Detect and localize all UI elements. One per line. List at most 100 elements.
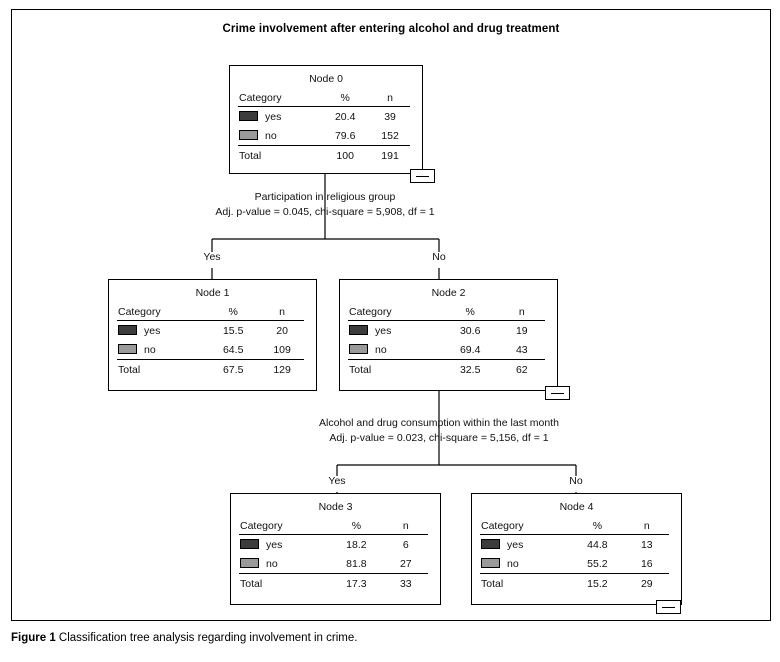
tree-node-0[interactable]: Node 0 Category % n yes 20.4 39 no 79.6 … xyxy=(229,65,423,174)
total-percent: 67.5 xyxy=(222,364,244,376)
split-variable-1: Participation in religious group xyxy=(254,191,396,203)
total-label: Total xyxy=(240,578,263,590)
header-rule xyxy=(472,534,681,535)
category-label-no: no xyxy=(507,557,519,570)
table-row-no: no 79.6 152 xyxy=(230,126,422,145)
category-cell-yes: yes xyxy=(340,321,440,340)
count-no: 152 xyxy=(381,129,399,142)
count-no: 43 xyxy=(515,343,528,356)
count-no: 27 xyxy=(399,557,412,570)
table-row-yes: yes 20.4 39 xyxy=(230,107,422,126)
percent-no: 64.5 xyxy=(222,343,244,356)
tree-node-2[interactable]: Node 2 Category % n yes 30.6 19 no 69.4 … xyxy=(339,279,558,391)
category-cell-yes: yes xyxy=(231,535,327,554)
header-percent: % xyxy=(351,520,362,532)
count-yes: 19 xyxy=(515,324,528,337)
node-title: Node 0 xyxy=(309,73,343,85)
table-header-row: Category % n xyxy=(472,518,681,534)
percent-no: 55.2 xyxy=(587,557,608,570)
percent-yes: 15.5 xyxy=(222,324,244,337)
total-label: Total xyxy=(118,364,141,376)
percent-no: 69.4 xyxy=(459,343,481,356)
node-stats-table: Category % n yes 20.4 39 no 79.6 152 T xyxy=(230,90,422,166)
category-label-no: no xyxy=(144,343,156,356)
branch-label-yes-1: Yes xyxy=(203,251,221,263)
chart-title: Crime involvement after entering alcohol… xyxy=(222,23,560,35)
total-percent: 100 xyxy=(336,150,354,162)
node-stats-table: Category % n yes 44.8 13 no 55.2 16 To xyxy=(472,518,681,594)
header-category: Category xyxy=(239,92,282,104)
category-cell-yes: yes xyxy=(472,535,568,554)
category-cell-yes: yes xyxy=(230,107,318,126)
total-rule xyxy=(230,145,422,146)
tree-node-3[interactable]: Node 3 Category % n yes 18.2 6 no 81.8 2… xyxy=(230,493,441,605)
node-stats-table: Category % n yes 30.6 19 no 69.4 43 To xyxy=(340,304,557,380)
table-row-yes: yes 15.5 20 xyxy=(109,321,316,340)
category-label-yes: yes xyxy=(265,110,282,123)
branch-label-yes-2: Yes xyxy=(328,475,346,487)
header-category: Category xyxy=(240,520,283,532)
count-yes: 20 xyxy=(276,324,288,337)
header-percent: % xyxy=(340,92,350,104)
legend-swatch-yes xyxy=(349,324,368,335)
header-rule xyxy=(340,320,557,321)
collapse-button-node-0[interactable] xyxy=(410,169,435,183)
classification-tree: Node 0 Category % n yes 20.4 39 no 79.6 … xyxy=(12,10,772,622)
split-stats-2: Adj. p-value = 0.023, chi-square = 5,156… xyxy=(329,432,549,444)
count-yes: 39 xyxy=(384,110,396,123)
table-row-yes: yes 18.2 6 xyxy=(231,535,440,554)
total-count: 191 xyxy=(381,150,399,162)
category-label-yes: yes xyxy=(144,324,161,337)
category-label-yes: yes xyxy=(375,324,392,337)
legend-swatch-yes xyxy=(240,538,259,549)
caption-label: Figure 1 xyxy=(11,632,56,644)
count-yes: 13 xyxy=(640,538,653,551)
category-cell-no: no xyxy=(472,554,568,573)
header-percent: % xyxy=(228,306,238,318)
legend-swatch-no xyxy=(481,557,500,568)
table-header-row: Category % n xyxy=(109,304,316,320)
total-count: 129 xyxy=(273,364,291,376)
header-rule xyxy=(109,320,316,321)
tree-node-1[interactable]: Node 1 Category % n yes 15.5 20 no 64.5 … xyxy=(108,279,317,391)
count-no: 16 xyxy=(640,557,653,570)
table-header-row: Category % n xyxy=(231,518,440,534)
legend-swatch-yes xyxy=(239,110,258,121)
total-label: Total xyxy=(481,578,504,590)
header-category: Category xyxy=(481,520,524,532)
collapse-button-node-2[interactable] xyxy=(545,386,570,400)
percent-yes: 30.6 xyxy=(459,324,481,337)
percent-yes: 20.4 xyxy=(334,110,356,123)
table-row-no: no 81.8 27 xyxy=(231,554,440,573)
category-label-no: no xyxy=(266,557,278,570)
total-label: Total xyxy=(349,364,372,376)
legend-swatch-no xyxy=(118,343,137,354)
table-row-total: Total 32.5 62 xyxy=(340,360,557,380)
node-title: Node 3 xyxy=(318,501,353,513)
header-category: Category xyxy=(349,306,392,318)
table-row-total: Total 100 191 xyxy=(230,146,422,166)
total-rule xyxy=(340,359,557,360)
header-count: n xyxy=(643,520,650,532)
branch-label-no-2: No xyxy=(569,475,583,487)
collapse-button-node-4[interactable] xyxy=(656,600,681,614)
category-label-no: no xyxy=(375,343,387,356)
tree-node-4[interactable]: Node 4 Category % n yes 44.8 13 no 55.2 … xyxy=(471,493,682,605)
node-stats-table: Category % n yes 18.2 6 no 81.8 27 Tot xyxy=(231,518,440,594)
total-count: 33 xyxy=(399,578,412,590)
header-percent: % xyxy=(465,306,475,318)
category-label-yes: yes xyxy=(266,538,283,551)
legend-swatch-no xyxy=(239,129,258,140)
header-count: n xyxy=(279,306,285,318)
count-no: 109 xyxy=(273,343,291,356)
split-stats-1: Adj. p-value = 0.045, chi-square = 5,908… xyxy=(215,206,435,218)
split-variable-2: Alcohol and drug consumption within the … xyxy=(319,417,559,429)
table-row-yes: yes 44.8 13 xyxy=(472,535,681,554)
caption-text: Classification tree analysis regarding i… xyxy=(55,632,358,644)
table-row-no: no 69.4 43 xyxy=(340,340,557,359)
count-yes: 6 xyxy=(402,538,409,551)
percent-no: 81.8 xyxy=(346,557,367,570)
node-stats-table: Category % n yes 15.5 20 no 64.5 109 T xyxy=(109,304,316,380)
total-rule xyxy=(231,573,440,574)
node-title: Node 4 xyxy=(559,501,594,513)
